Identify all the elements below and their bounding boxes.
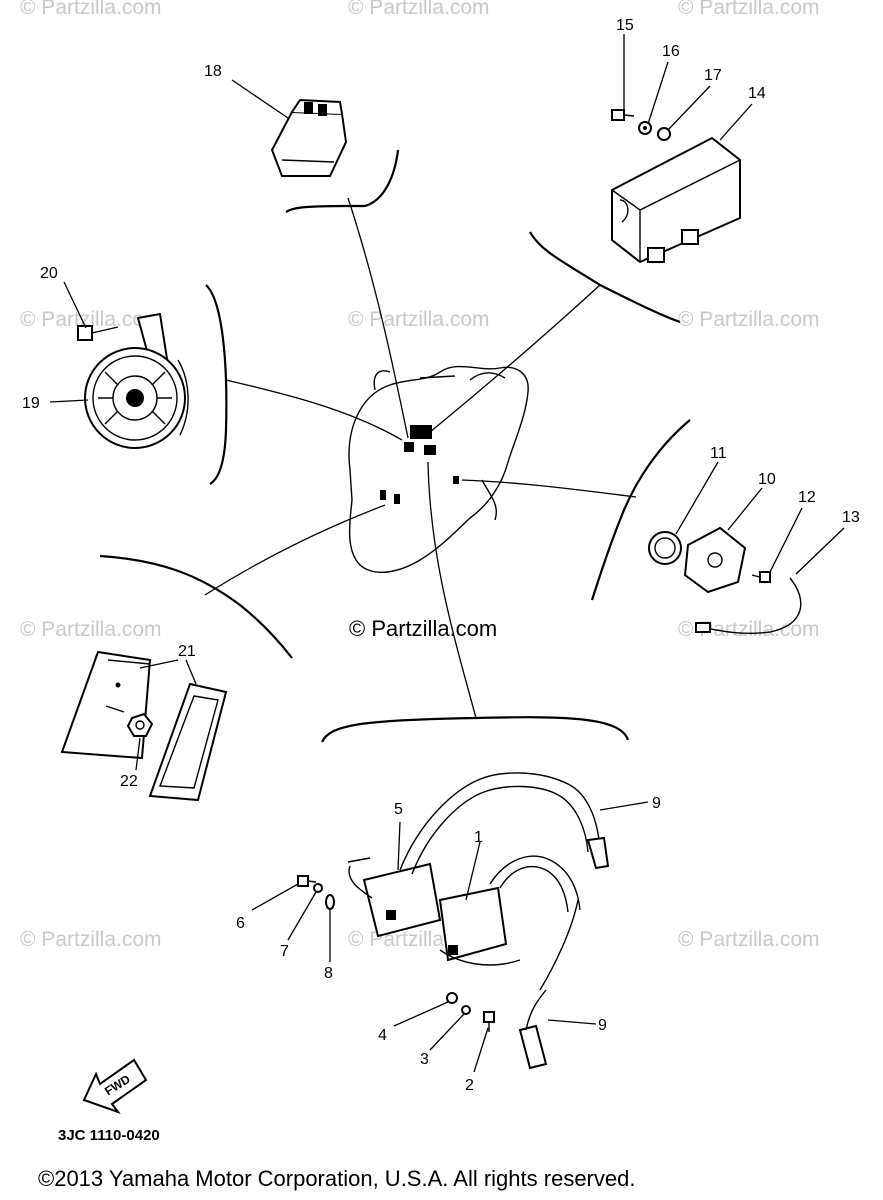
callout-9-upper: 9 (652, 795, 661, 812)
callout-1: 1 (474, 829, 483, 846)
callout-15: 15 (616, 17, 634, 34)
callout-2: 2 (465, 1077, 474, 1094)
callout-13: 13 (842, 509, 860, 526)
nut-part-22 (126, 712, 154, 737)
watermark: © Partzilla.com (20, 0, 162, 19)
relay-part-18 (270, 98, 348, 177)
callout-17: 17 (704, 67, 722, 84)
watermark: © Partzilla.com (20, 618, 162, 641)
watermark: © Partzilla.com (348, 0, 490, 19)
ignitor-unit-part-14 (611, 136, 741, 264)
callout-5: 5 (394, 801, 403, 818)
callout-3: 3 (420, 1051, 429, 1068)
callout-6: 6 (236, 915, 245, 932)
callout-20: 20 (40, 265, 58, 282)
callout-4: 4 (378, 1027, 387, 1044)
watermark: © Partzilla.com (678, 618, 820, 641)
callout-19: 19 (22, 395, 40, 412)
callout-labels: 1 2 3 4 5 6 7 8 9 9 10 11 12 13 14 15 16… (22, 17, 860, 1094)
watermark: © Partzilla.com (678, 308, 820, 331)
coil-hardware (297, 875, 495, 1032)
callout-8: 8 (324, 965, 333, 982)
watermark: © Partzilla.com (348, 308, 490, 331)
forward-arrow-icon: FWD (82, 1058, 148, 1115)
callout-18: 18 (204, 63, 222, 80)
reflector-part-21 (60, 650, 228, 802)
group-brackets (99, 149, 691, 743)
diagram-code: 3JC 1110-0420 (58, 1127, 160, 1144)
ignition-coils (347, 772, 610, 1070)
horn-part-19 (84, 312, 189, 449)
center-watermark: © Partzilla.com (349, 616, 497, 641)
watermark: © Partzilla.com (20, 928, 162, 951)
motorcycle-silhouette (348, 365, 529, 573)
hardware-15-16-17 (611, 109, 671, 141)
watermark: © Partzilla.com (678, 928, 820, 951)
callout-22: 22 (120, 773, 138, 790)
callout-16: 16 (662, 43, 680, 60)
watermark-grid: © Partzilla.com © Partzilla.com © Partzi… (20, 0, 820, 951)
callout-leaders (49, 34, 845, 1073)
callout-7: 7 (280, 943, 289, 960)
callout-21: 21 (178, 643, 196, 660)
bolt-part-20 (77, 325, 119, 341)
callout-10: 10 (758, 471, 776, 488)
watermark: © Partzilla.com (20, 308, 162, 331)
watermark: © Partzilla.com (678, 0, 820, 19)
sensor-parts-10-13 (648, 526, 802, 635)
connection-lines (204, 197, 637, 719)
copyright-notice: ©2013 Yamaha Motor Corporation, U.S.A. A… (38, 1166, 635, 1191)
callout-12: 12 (798, 489, 816, 506)
callout-9-lower: 9 (598, 1017, 607, 1034)
callout-14: 14 (748, 85, 766, 102)
callout-11: 11 (710, 445, 727, 462)
